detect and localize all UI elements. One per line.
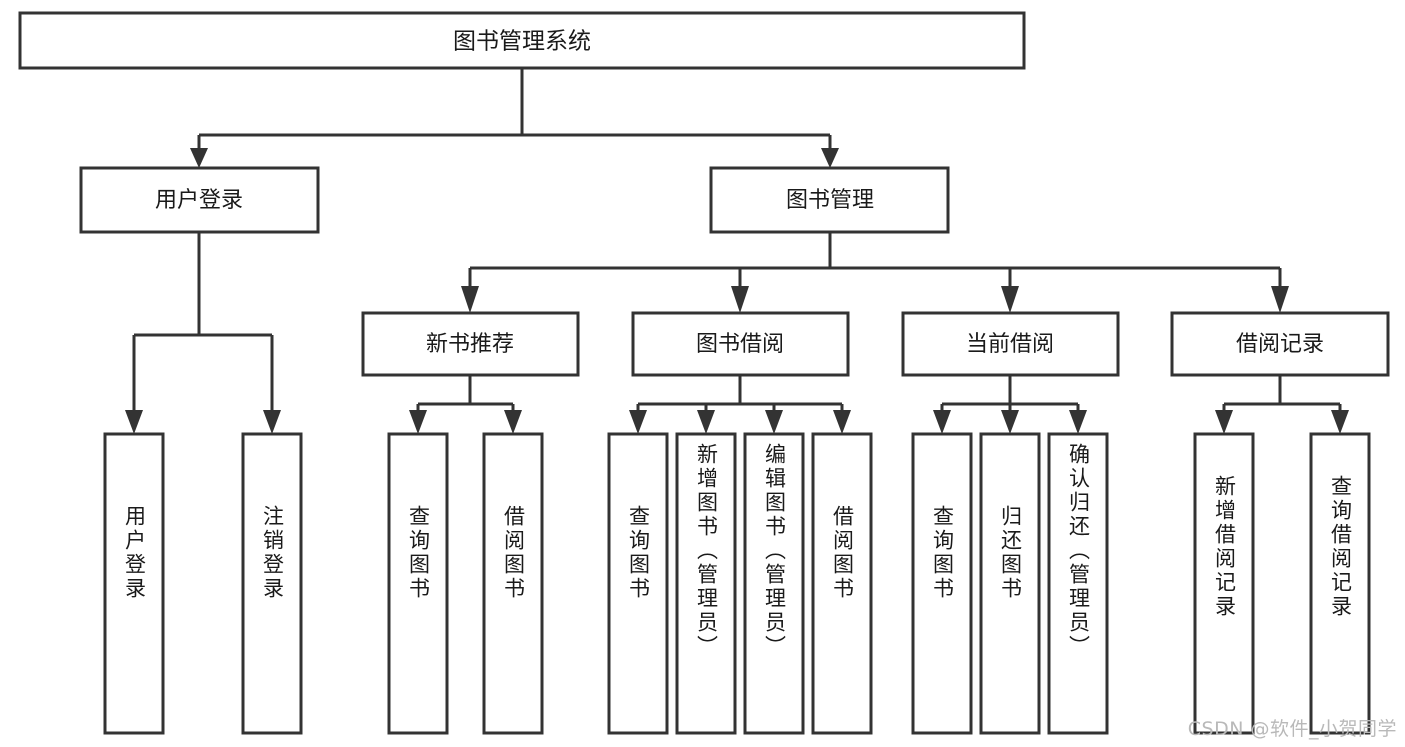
node-book-borrow-box[interactable] (631, 311, 850, 377)
arrow-head-new-book (461, 286, 479, 313)
arrow-head-leaf-currentborrow-2 (1001, 410, 1019, 434)
arrow-head-leaf-user-login-2 (263, 410, 281, 434)
leaf-box-user-login-2[interactable] (241, 432, 303, 735)
arrow-head-leaf-newbook-1 (409, 410, 427, 434)
leaf-box-currentborrow-2[interactable] (979, 432, 1041, 735)
leaf-box-newbook-1[interactable] (387, 432, 449, 735)
leaf-box-bookborrow-2[interactable] (675, 432, 737, 735)
arrow-head-leaf-bookborrow-2 (697, 410, 715, 434)
node-book-manage-box[interactable] (709, 166, 950, 234)
node-borrow-record-label: 借阅记录 (1236, 332, 1324, 357)
node-book-manage-label: 图书管理 (786, 188, 874, 213)
leaf-box-bookborrow-1[interactable] (607, 432, 669, 735)
arrow-head-leaf-currentborrow-3 (1069, 410, 1087, 434)
arrow-head-leaf-currentborrow-1 (933, 410, 951, 434)
arrow-head-user-login (190, 148, 208, 168)
node-new-book-recommend[interactable]: 新书推荐 (361, 311, 580, 377)
leaf-box-borrowrecord-2[interactable] (1309, 432, 1371, 735)
arrow-head-leaf-bookborrow-1 (629, 410, 647, 434)
node-book-borrow-label: 图书借阅 (696, 332, 784, 357)
node-book-borrow[interactable]: 图书借阅 (631, 311, 850, 377)
watermark-text: CSDN @软件_小贺同学 (1187, 718, 1397, 740)
node-new-book-recommend-label: 新书推荐 (426, 332, 514, 357)
leaf-box-currentborrow-3[interactable] (1047, 432, 1109, 735)
connector-group (125, 68, 1349, 434)
arrow-head-current-borrow (1001, 286, 1019, 313)
arrow-head-leaf-borrowrecord-2 (1331, 410, 1349, 434)
leaf-box-newbook-2[interactable] (482, 432, 544, 735)
node-borrow-record-box[interactable] (1170, 311, 1390, 377)
arrow-head-book-manage (821, 148, 839, 168)
arrow-head-leaf-newbook-2 (504, 410, 522, 434)
node-book-manage[interactable]: 图书管理 (709, 166, 950, 234)
leaf-box-bookborrow-3[interactable] (743, 432, 805, 735)
node-current-borrow[interactable]: 当前借阅 (901, 311, 1120, 377)
leaf-box-bookborrow-4[interactable] (811, 432, 873, 735)
node-current-borrow-label: 当前借阅 (966, 332, 1054, 357)
arrow-head-leaf-user-login-1 (125, 410, 143, 434)
node-user-login-label: 用户登录 (155, 188, 243, 213)
arrow-head-leaf-borrowrecord-1 (1215, 410, 1233, 434)
node-borrow-record[interactable]: 借阅记录 (1170, 311, 1390, 377)
leaf-box-borrowrecord-1[interactable] (1193, 432, 1255, 735)
arrow-head-leaf-bookborrow-4 (833, 410, 851, 434)
node-user-login-box[interactable] (79, 166, 320, 234)
node-root-label: 图书管理系统 (453, 29, 591, 55)
arrow-head-leaf-bookborrow-3 (765, 410, 783, 434)
node-root[interactable]: 图书管理系统 (18, 11, 1026, 70)
node-current-borrow-box[interactable] (901, 311, 1120, 377)
arrow-head-book-borrow (731, 286, 749, 313)
node-root-box[interactable] (18, 11, 1026, 70)
node-user-login[interactable]: 用户登录 (79, 166, 320, 234)
leaf-box-user-login-1[interactable] (103, 432, 165, 735)
leaf-box-currentborrow-1[interactable] (911, 432, 973, 735)
arrow-head-borrow-record (1271, 286, 1289, 313)
leaf-box-group (103, 432, 1371, 735)
node-new-book-recommend-box[interactable] (361, 311, 580, 377)
